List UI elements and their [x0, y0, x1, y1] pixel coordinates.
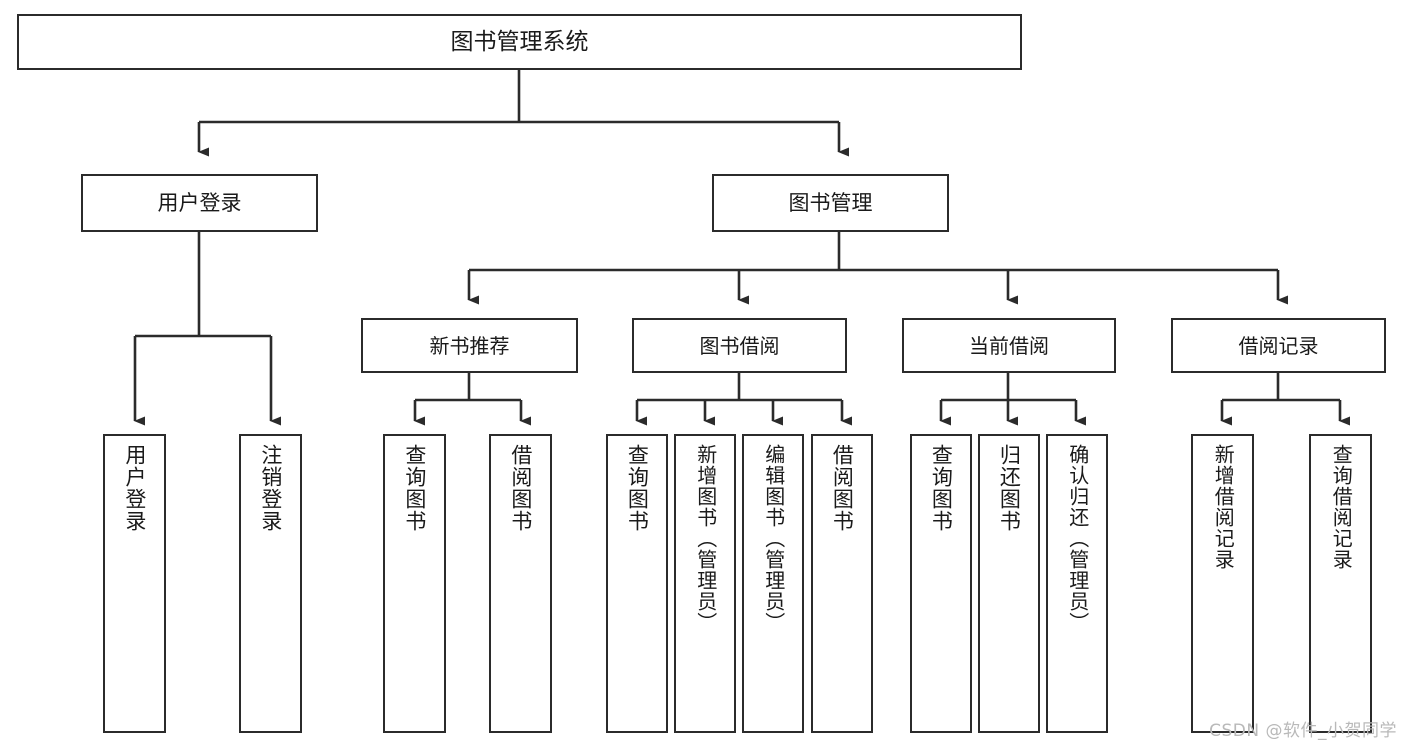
node-leaf-logout[interactable]: 注销登录 — [239, 434, 302, 733]
node-book-borrow[interactable]: 图书借阅 — [632, 318, 847, 373]
node-leaf-borrow-book-1[interactable]: 借阅图书 — [489, 434, 552, 733]
node-leaf-query-book-1-label: 查询图书 — [402, 444, 427, 532]
node-borrow-record-label: 借阅记录 — [1238, 333, 1319, 358]
node-user-login-label: 用户登录 — [157, 190, 242, 215]
node-leaf-add-record-label: 新增借阅记录 — [1211, 444, 1236, 570]
node-leaf-return-book[interactable]: 归还图书 — [978, 434, 1040, 733]
node-leaf-borrow-book-2-label: 借阅图书 — [830, 444, 855, 532]
node-book-borrow-label: 图书借阅 — [699, 333, 780, 358]
node-leaf-query-book-2-label: 查询图书 — [625, 444, 650, 532]
node-leaf-edit-book-label: 编辑图书（管理员） — [761, 444, 786, 633]
node-new-book-recommend-label: 新书推荐 — [429, 333, 510, 358]
node-root-label: 图书管理系统 — [450, 28, 589, 55]
node-root[interactable]: 图书管理系统 — [17, 14, 1022, 70]
node-user-login[interactable]: 用户登录 — [81, 174, 318, 232]
node-current-borrow-label: 当前借阅 — [969, 333, 1049, 358]
node-book-manage[interactable]: 图书管理 — [712, 174, 949, 232]
node-new-book-recommend[interactable]: 新书推荐 — [361, 318, 578, 373]
node-leaf-user-login[interactable]: 用户登录 — [103, 434, 166, 733]
node-leaf-user-login-label: 用户登录 — [122, 444, 147, 532]
node-leaf-query-record-label: 查询借阅记录 — [1329, 444, 1354, 570]
node-leaf-borrow-book-1-label: 借阅图书 — [508, 444, 533, 532]
node-leaf-confirm-return-label: 确认归还（管理员） — [1065, 444, 1090, 633]
node-current-borrow[interactable]: 当前借阅 — [902, 318, 1116, 373]
node-leaf-add-record[interactable]: 新增借阅记录 — [1191, 434, 1254, 733]
node-leaf-edit-book[interactable]: 编辑图书（管理员） — [742, 434, 804, 733]
node-leaf-add-book[interactable]: 新增图书（管理员） — [674, 434, 736, 733]
node-leaf-borrow-book-2[interactable]: 借阅图书 — [811, 434, 873, 733]
node-book-manage-label: 图书管理 — [788, 190, 873, 215]
watermark-text: CSDN @软件_小贺同学 — [1209, 721, 1397, 741]
node-leaf-add-book-label: 新增图书（管理员） — [693, 444, 718, 633]
node-leaf-query-record[interactable]: 查询借阅记录 — [1309, 434, 1372, 733]
node-leaf-query-book-3[interactable]: 查询图书 — [910, 434, 972, 733]
node-leaf-query-book-2[interactable]: 查询图书 — [606, 434, 668, 733]
node-leaf-confirm-return[interactable]: 确认归还（管理员） — [1046, 434, 1108, 733]
node-leaf-return-book-label: 归还图书 — [997, 444, 1022, 532]
node-leaf-logout-label: 注销登录 — [258, 444, 283, 532]
node-leaf-query-book-3-label: 查询图书 — [929, 444, 954, 532]
node-leaf-query-book-1[interactable]: 查询图书 — [383, 434, 446, 733]
node-borrow-record[interactable]: 借阅记录 — [1171, 318, 1386, 373]
